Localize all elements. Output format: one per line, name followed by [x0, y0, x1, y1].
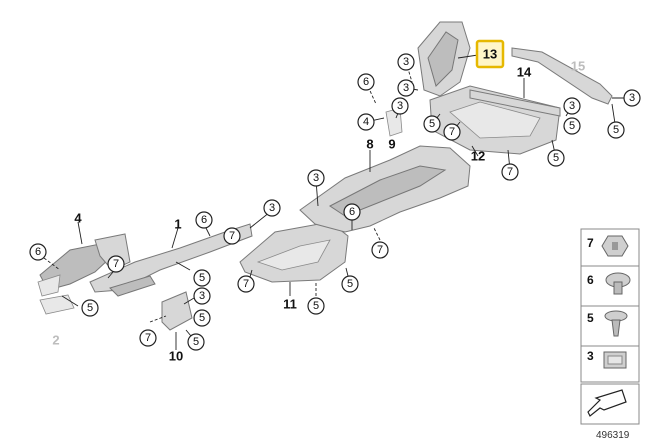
callout-6[interactable]: 6 [343, 203, 361, 221]
collar-nut-icon [605, 272, 631, 295]
legend-num-3: 3 [587, 349, 594, 363]
callout-3[interactable]: 3 [263, 199, 281, 217]
label-part-2: 2 [52, 333, 59, 348]
svg-text:7: 7 [377, 244, 383, 256]
svg-text:6: 6 [349, 206, 355, 218]
callout-3[interactable]: 3 [563, 97, 581, 115]
callout-3[interactable]: 3 [193, 287, 211, 305]
callout-5[interactable]: 5 [307, 297, 325, 315]
heat-shield-part-8[interactable] [299, 145, 471, 233]
bracket-part-2[interactable] [39, 294, 75, 315]
callout-7[interactable]: 7 [501, 163, 519, 181]
label-part-9: 9 [388, 137, 395, 152]
svg-text:5: 5 [87, 302, 93, 314]
heat-shield-part-13[interactable] [417, 21, 471, 97]
svg-text:7: 7 [145, 332, 151, 344]
svg-text:3: 3 [313, 172, 319, 184]
label-part-13: 13 [483, 47, 497, 62]
callout-7[interactable]: 7 [139, 329, 157, 347]
push-clip-icon [601, 235, 629, 257]
label-part-4: 4 [74, 211, 82, 226]
svg-text:3: 3 [569, 100, 575, 112]
label-part-11: 11 [283, 297, 297, 312]
highlight-part-13[interactable]: 13 [475, 39, 505, 69]
callout-3[interactable]: 3 [391, 97, 409, 115]
callout-6[interactable]: 6 [357, 73, 375, 91]
clip-nut-icon [603, 351, 627, 369]
callout-3[interactable]: 3 [397, 53, 415, 71]
arrow-icon [587, 389, 627, 417]
callout-7[interactable]: 7 [107, 255, 125, 273]
svg-text:6: 6 [363, 76, 369, 88]
bracket-part-10[interactable] [161, 291, 193, 331]
svg-text:5: 5 [569, 120, 575, 132]
svg-text:3: 3 [403, 82, 409, 94]
svg-text:4: 4 [363, 116, 369, 128]
callout-5[interactable]: 5 [193, 269, 211, 287]
callout-7[interactable]: 7 [443, 123, 461, 141]
label-part-10: 10 [169, 349, 183, 364]
callout-3[interactable]: 3 [307, 169, 325, 187]
svg-text:7: 7 [229, 230, 235, 242]
svg-text:7: 7 [507, 166, 513, 178]
callout-4[interactable]: 4 [357, 113, 375, 131]
fastener-legend: 7 6 5 3 [580, 228, 640, 425]
svg-text:3: 3 [397, 100, 403, 112]
label-part-15: 15 [571, 59, 585, 74]
svg-text:5: 5 [199, 272, 205, 284]
callout-3[interactable]: 3 [397, 79, 415, 97]
label-part-8: 8 [366, 137, 373, 152]
legend-cell-6 [580, 265, 640, 307]
svg-text:5: 5 [553, 152, 559, 164]
callout-5[interactable]: 5 [547, 149, 565, 167]
callout-3[interactable]: 3 [623, 89, 641, 107]
callout-7[interactable]: 7 [371, 241, 389, 259]
callout-5[interactable]: 5 [563, 117, 581, 135]
svg-text:5: 5 [199, 312, 205, 324]
svg-text:7: 7 [113, 258, 119, 270]
legend-num-7: 7 [587, 236, 594, 250]
svg-text:6: 6 [201, 214, 207, 226]
svg-text:3: 3 [269, 202, 275, 214]
callout-5[interactable]: 5 [607, 121, 625, 139]
svg-text:7: 7 [243, 278, 249, 290]
callout-5[interactable]: 5 [81, 299, 99, 317]
heat-shield-part-1[interactable] [89, 223, 253, 297]
callout-5[interactable]: 5 [341, 275, 359, 293]
svg-text:3: 3 [403, 56, 409, 68]
callout-7[interactable]: 7 [237, 275, 255, 293]
label-part-14: 14 [517, 65, 532, 80]
legend-num-5: 5 [587, 311, 594, 325]
svg-text:3: 3 [199, 290, 205, 302]
label-part-1: 1 [174, 217, 181, 232]
heat-shield-part-11[interactable] [239, 221, 349, 283]
svg-text:3: 3 [629, 92, 635, 104]
callout-5[interactable]: 5 [193, 309, 211, 327]
callout-6[interactable]: 6 [195, 211, 213, 229]
rail-part-15[interactable] [511, 47, 613, 105]
expanding-rivet-icon [604, 310, 628, 337]
callout-7[interactable]: 7 [223, 227, 241, 245]
label-part-12: 12 [471, 149, 485, 164]
svg-text:5: 5 [313, 300, 319, 312]
callout-5[interactable]: 5 [187, 333, 205, 351]
strip-part-14[interactable] [469, 89, 561, 117]
svg-text:5: 5 [613, 124, 619, 136]
diagram-id: 496319 [596, 430, 630, 441]
svg-text:5: 5 [347, 278, 353, 290]
svg-text:5: 5 [429, 118, 435, 130]
svg-text:7: 7 [449, 126, 455, 138]
callout-6[interactable]: 6 [29, 243, 47, 261]
callout-5[interactable]: 5 [423, 115, 441, 133]
svg-text:6: 6 [35, 246, 41, 258]
svg-text:5: 5 [193, 336, 199, 348]
legend-num-6: 6 [587, 273, 594, 287]
